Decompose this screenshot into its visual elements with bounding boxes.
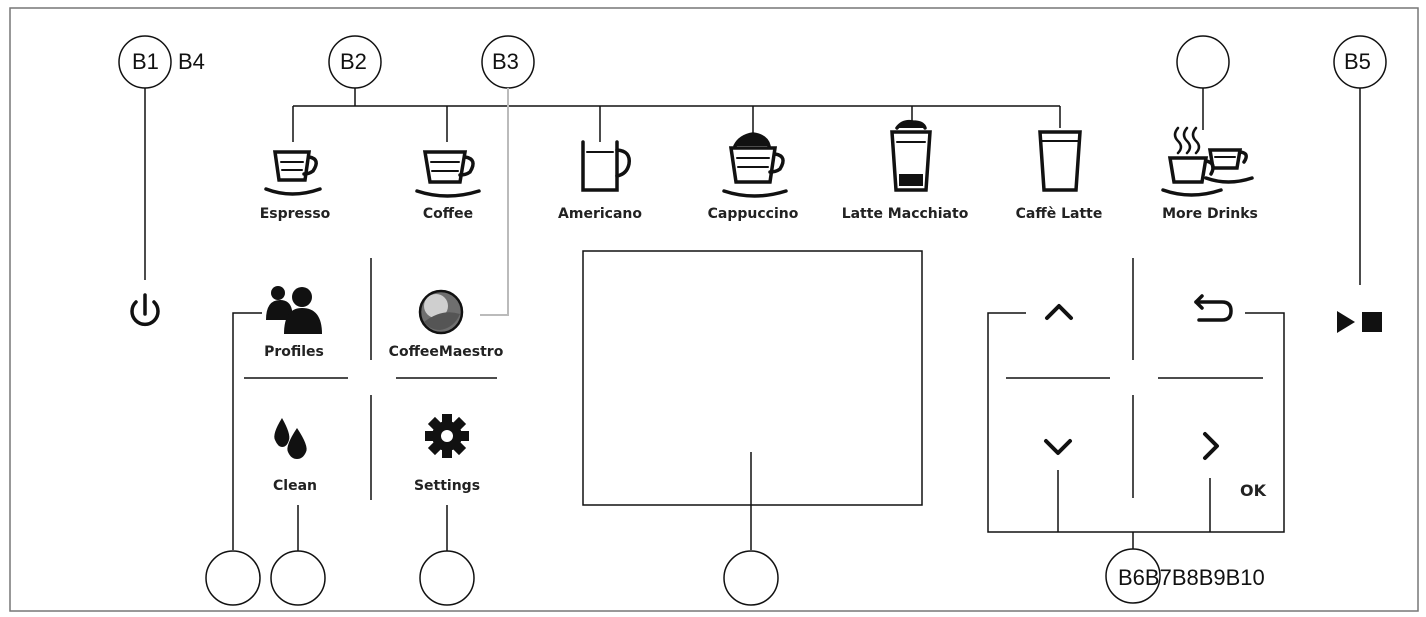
drink-label-espresso[interactable]: Espresso [259,206,331,222]
drink-label-more-drinks[interactable]: More Drinks [1162,206,1258,222]
callout-label-b1: B1 [132,49,159,74]
menu-label-profiles[interactable]: Profiles [264,344,324,360]
chevron-right-icon [1203,432,1219,460]
start-stop-button[interactable] [1330,302,1390,342]
callout-profiles [205,312,262,606]
back-arrow-icon [1194,294,1233,322]
menu-grid-lines [244,258,497,500]
clean-icon [274,418,307,459]
caffe-latte-icon [1038,130,1082,192]
ok-label[interactable]: OK [1240,481,1266,500]
menu-label-clean[interactable]: Clean [273,478,317,494]
callout-b5 [1333,35,1387,285]
menu-label-settings[interactable]: Settings [413,478,481,494]
power-button[interactable] [120,285,170,335]
up-button[interactable] [1030,290,1090,335]
latte-macchiato-icon [890,119,932,192]
more-drinks-icon [1161,126,1254,197]
callout-b1 [118,35,172,280]
start-stop-icon [1337,311,1382,333]
callout-clean [270,505,326,606]
drink-label-latte-macchiato[interactable]: Latte Macchiato [841,206,969,222]
back-button[interactable] [1185,290,1245,335]
chevron-down-icon [1044,439,1072,455]
display-screen [582,250,923,550]
drink-label-caffe-latte[interactable]: Caffè Latte [1015,206,1103,222]
callout-more-drinks [1176,35,1230,130]
power-icon [130,293,160,327]
menu-label-coffeemaestro[interactable]: CoffeeMaestro [388,344,504,360]
down-button[interactable] [1030,425,1090,470]
callout-settings [419,505,475,606]
chevron-up-icon [1045,304,1073,320]
callout-b2 [292,35,1061,142]
callout-label-b5: B5 [1344,49,1371,74]
coffee-icon [415,150,481,198]
drink-label-coffee[interactable]: Coffee [422,206,474,222]
navigation-grid-lines [1006,258,1263,498]
cappuccino-icon [722,132,788,198]
panel-frame [9,7,1419,612]
callout-label-b3: B3 [492,49,519,74]
drink-label-americano[interactable]: Americano [558,206,642,222]
callout-navigation [1105,548,1161,604]
navigation-bracket [987,312,1285,550]
callout-label-b6-b10: B6B7B8B9B10 [1118,565,1265,590]
drink-label-cappuccino[interactable]: Cappuccino [707,206,799,222]
callout-display [723,550,779,606]
coffeemaestro-icon [418,289,464,335]
settings-gear-icon [425,414,469,458]
espresso-icon [264,150,322,196]
callout-label-b4: B4 [178,49,205,74]
callout-label-b2: B2 [340,49,367,74]
callout-b3 [480,35,535,316]
americano-icon [581,140,631,192]
profiles-icon [266,286,322,334]
ok-right-button[interactable] [1185,420,1245,470]
